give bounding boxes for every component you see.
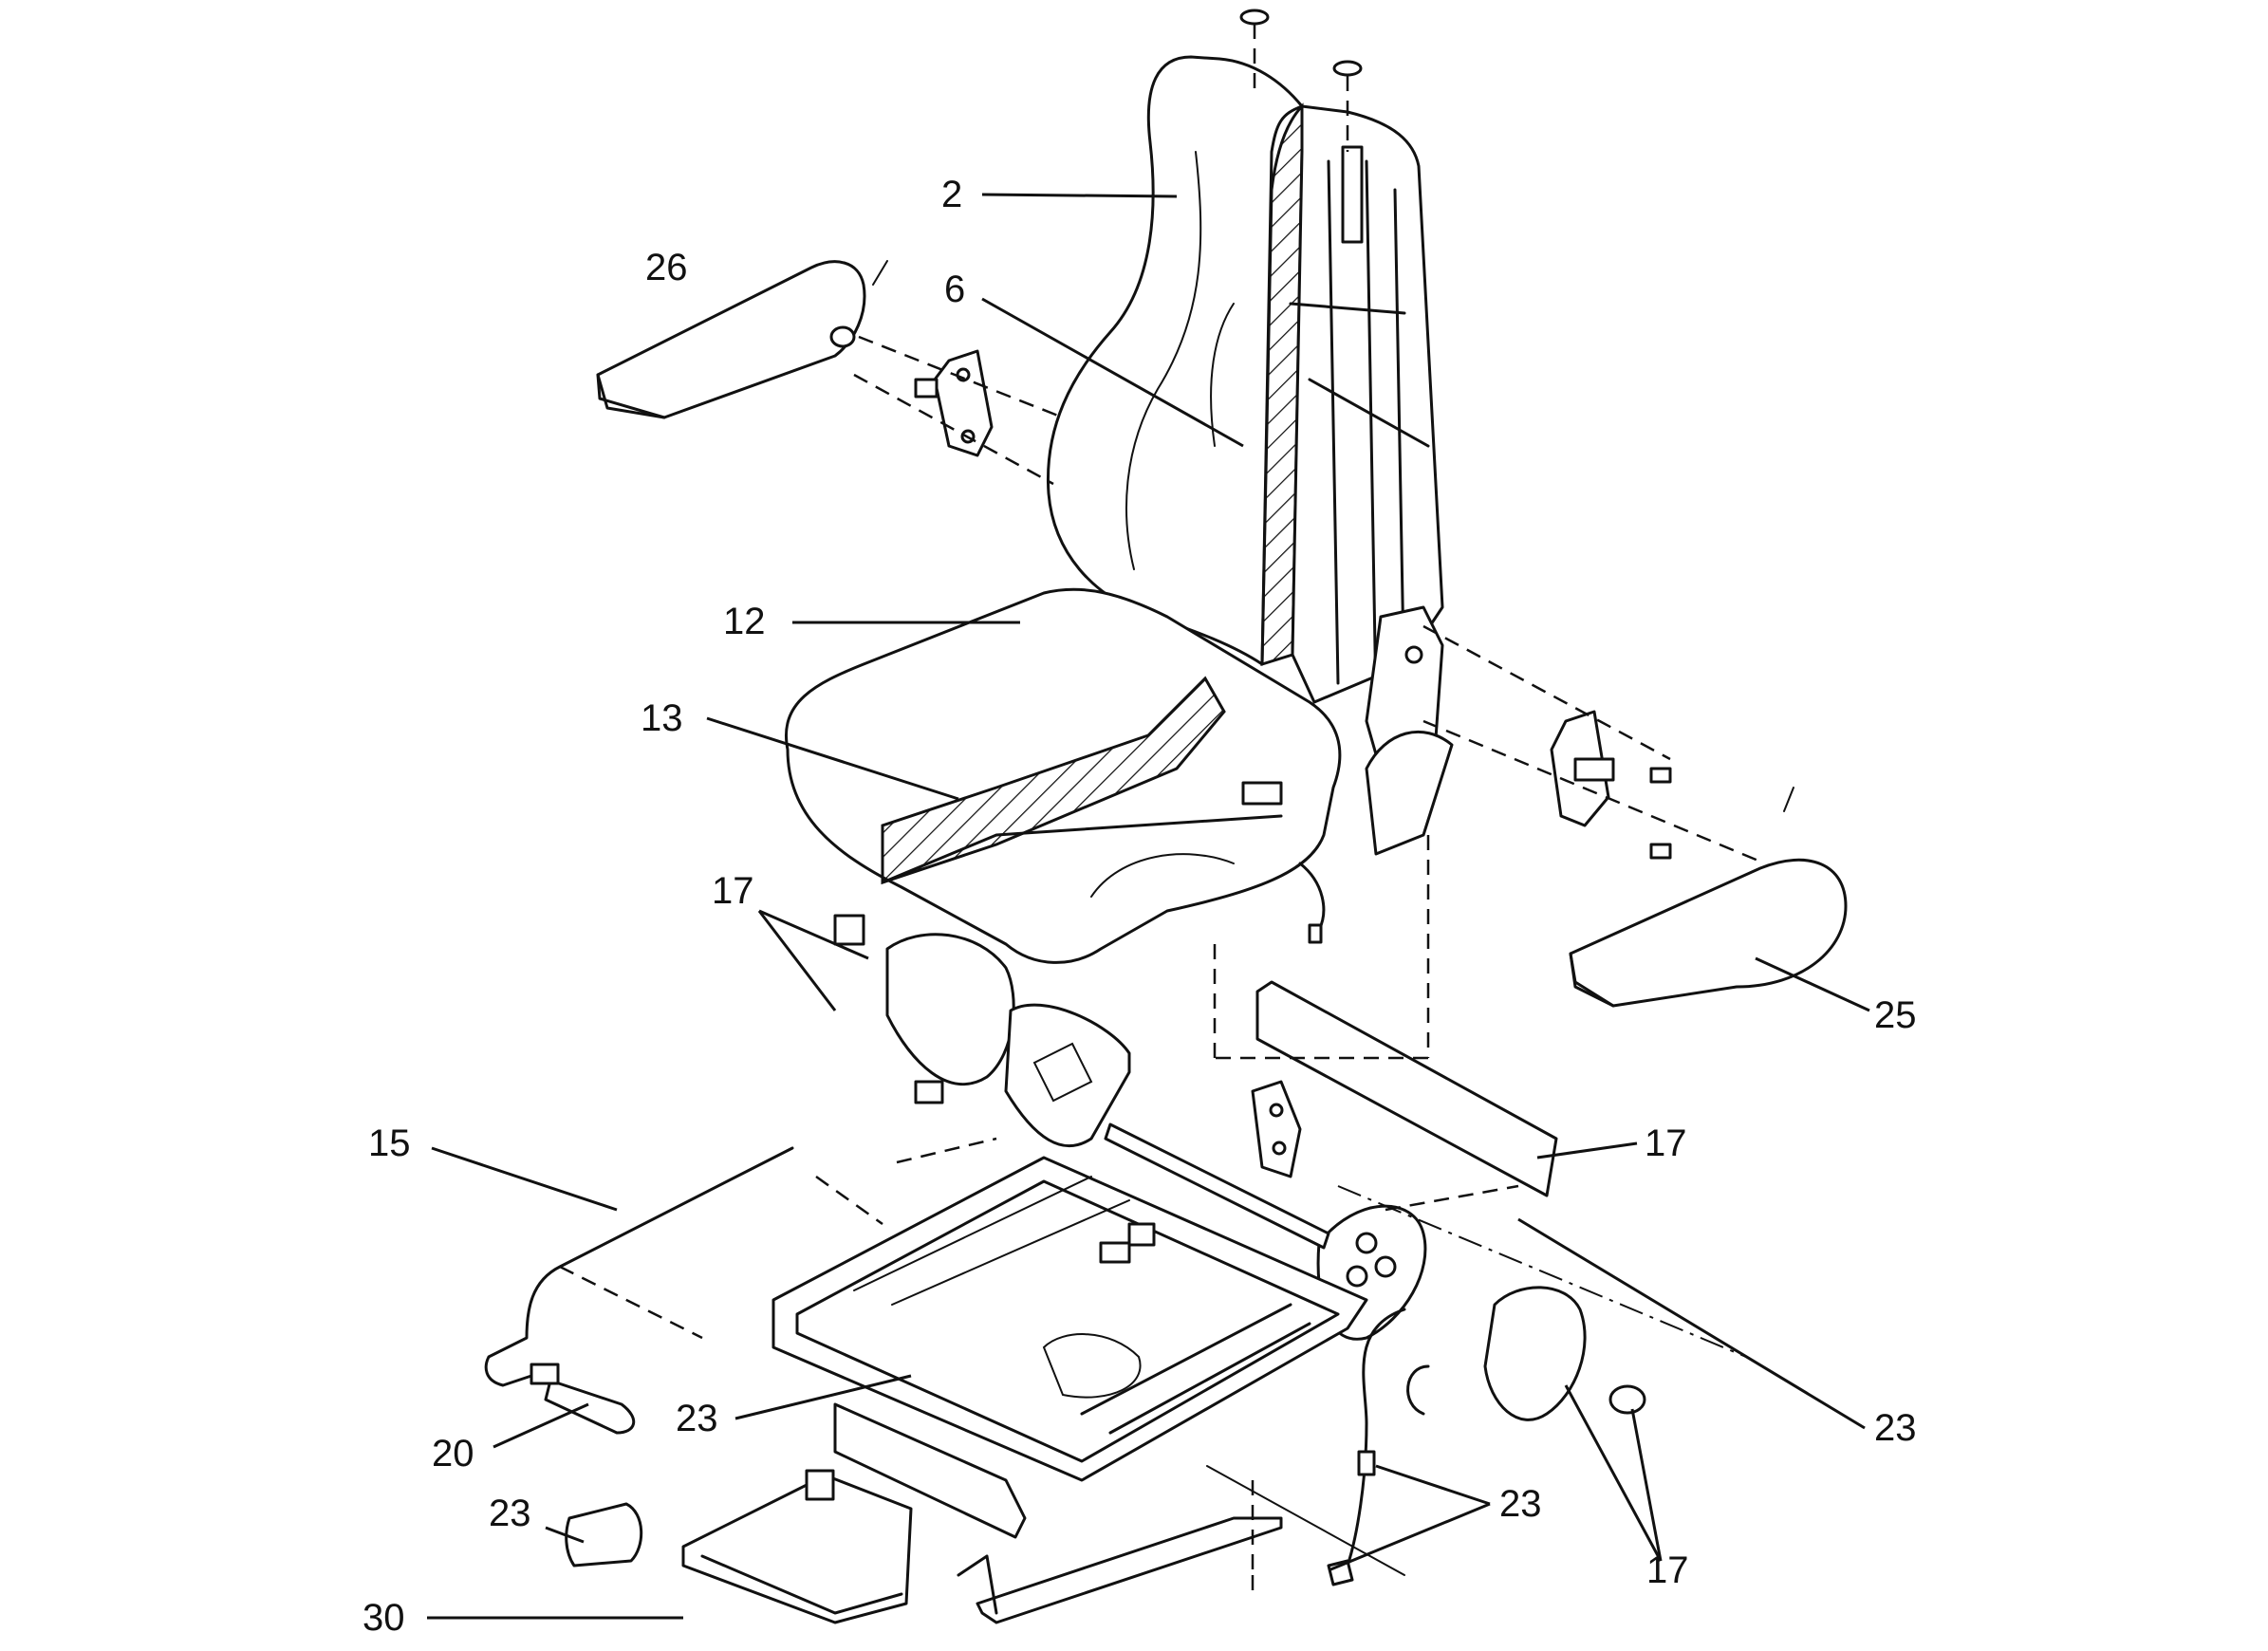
rear-bar [1255, 980, 1558, 1197]
callout-26: 26 [645, 247, 688, 288]
foot-tray [681, 1469, 913, 1624]
seat-cushion [785, 587, 1342, 964]
callout-17-rear: 17 [1645, 1122, 1687, 1164]
callout-15: 15 [368, 1122, 411, 1164]
base-frame [771, 1156, 1368, 1482]
callout-13: 13 [641, 697, 683, 739]
rear-bracket [1251, 1080, 1302, 1178]
callout-6: 6 [944, 269, 965, 310]
pad [565, 1502, 643, 1568]
leader-lines [427, 193, 1870, 1620]
callout-23-base: 23 [676, 1398, 718, 1439]
alignment-lines [815, 835, 1747, 1594]
callout-17-left: 17 [712, 870, 754, 912]
right-armrest [1569, 787, 1848, 1008]
callout-labels: 2 6 26 12 13 17 25 15 17 23 20 23 23 23 … [363, 174, 1917, 1639]
callout-23-cable: 23 [1499, 1483, 1542, 1525]
callout-25: 25 [1874, 994, 1917, 1036]
callout-12: 12 [723, 601, 766, 642]
callout-30: 30 [363, 1597, 405, 1639]
recliner-plate-left [833, 914, 1131, 1148]
cable [1206, 1308, 1430, 1586]
callout-23-right: 23 [1874, 1407, 1917, 1449]
backrest-cushion [1046, 55, 1304, 666]
callout-2: 2 [941, 174, 962, 215]
fore-aft-handle [484, 1146, 794, 1435]
cross-tube [1104, 1122, 1330, 1250]
recliner-plate-right [1316, 1204, 1646, 1421]
callout-20: 20 [432, 1433, 474, 1475]
left-armrest [596, 260, 888, 419]
lower-rail [833, 1402, 1283, 1624]
callout-23-pad: 23 [489, 1493, 531, 1534]
backrest-frame [1260, 102, 1454, 856]
right-armrest-bracket [1422, 624, 1766, 865]
backrest-bolts [1239, 9, 1363, 152]
callout-17-right: 17 [1646, 1549, 1689, 1591]
left-armrest-bracket [853, 335, 1064, 486]
